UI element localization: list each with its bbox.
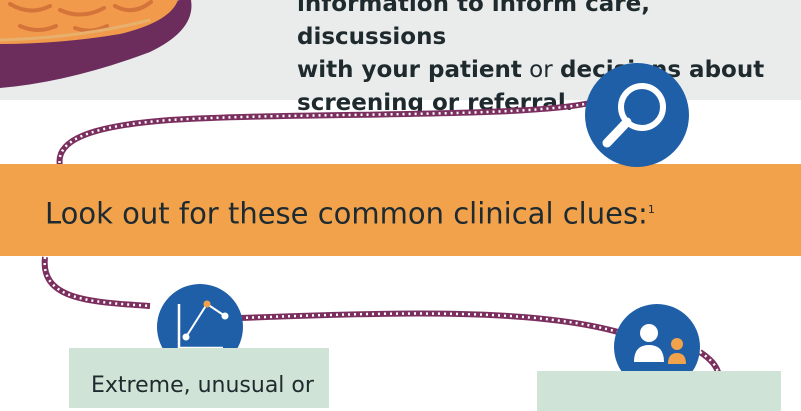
intro-emphasis-patient: with your patient [297,57,522,83]
intro-connector: or [521,57,561,83]
magnifier-badge [585,63,689,167]
intro-period: . [565,90,574,116]
magnifier-icon [602,83,666,148]
people-icon [634,324,686,364]
intro-text: information to inform care, discussions … [297,0,797,120]
clue-card-text: Extreme, unusual or [91,373,314,398]
clue-card-partial [537,371,781,411]
heading-footnote: 1 [647,203,655,216]
intro-line1: information to inform care, discussions [297,0,650,50]
clue-card [69,348,329,408]
heading-text: Look out for these common clinical clues… [45,196,648,231]
rope-path [41,100,721,374]
clinical-clues-heading: Look out for these common clinical clues… [45,192,655,232]
pie-icon [0,0,192,88]
heading-band [0,164,801,256]
